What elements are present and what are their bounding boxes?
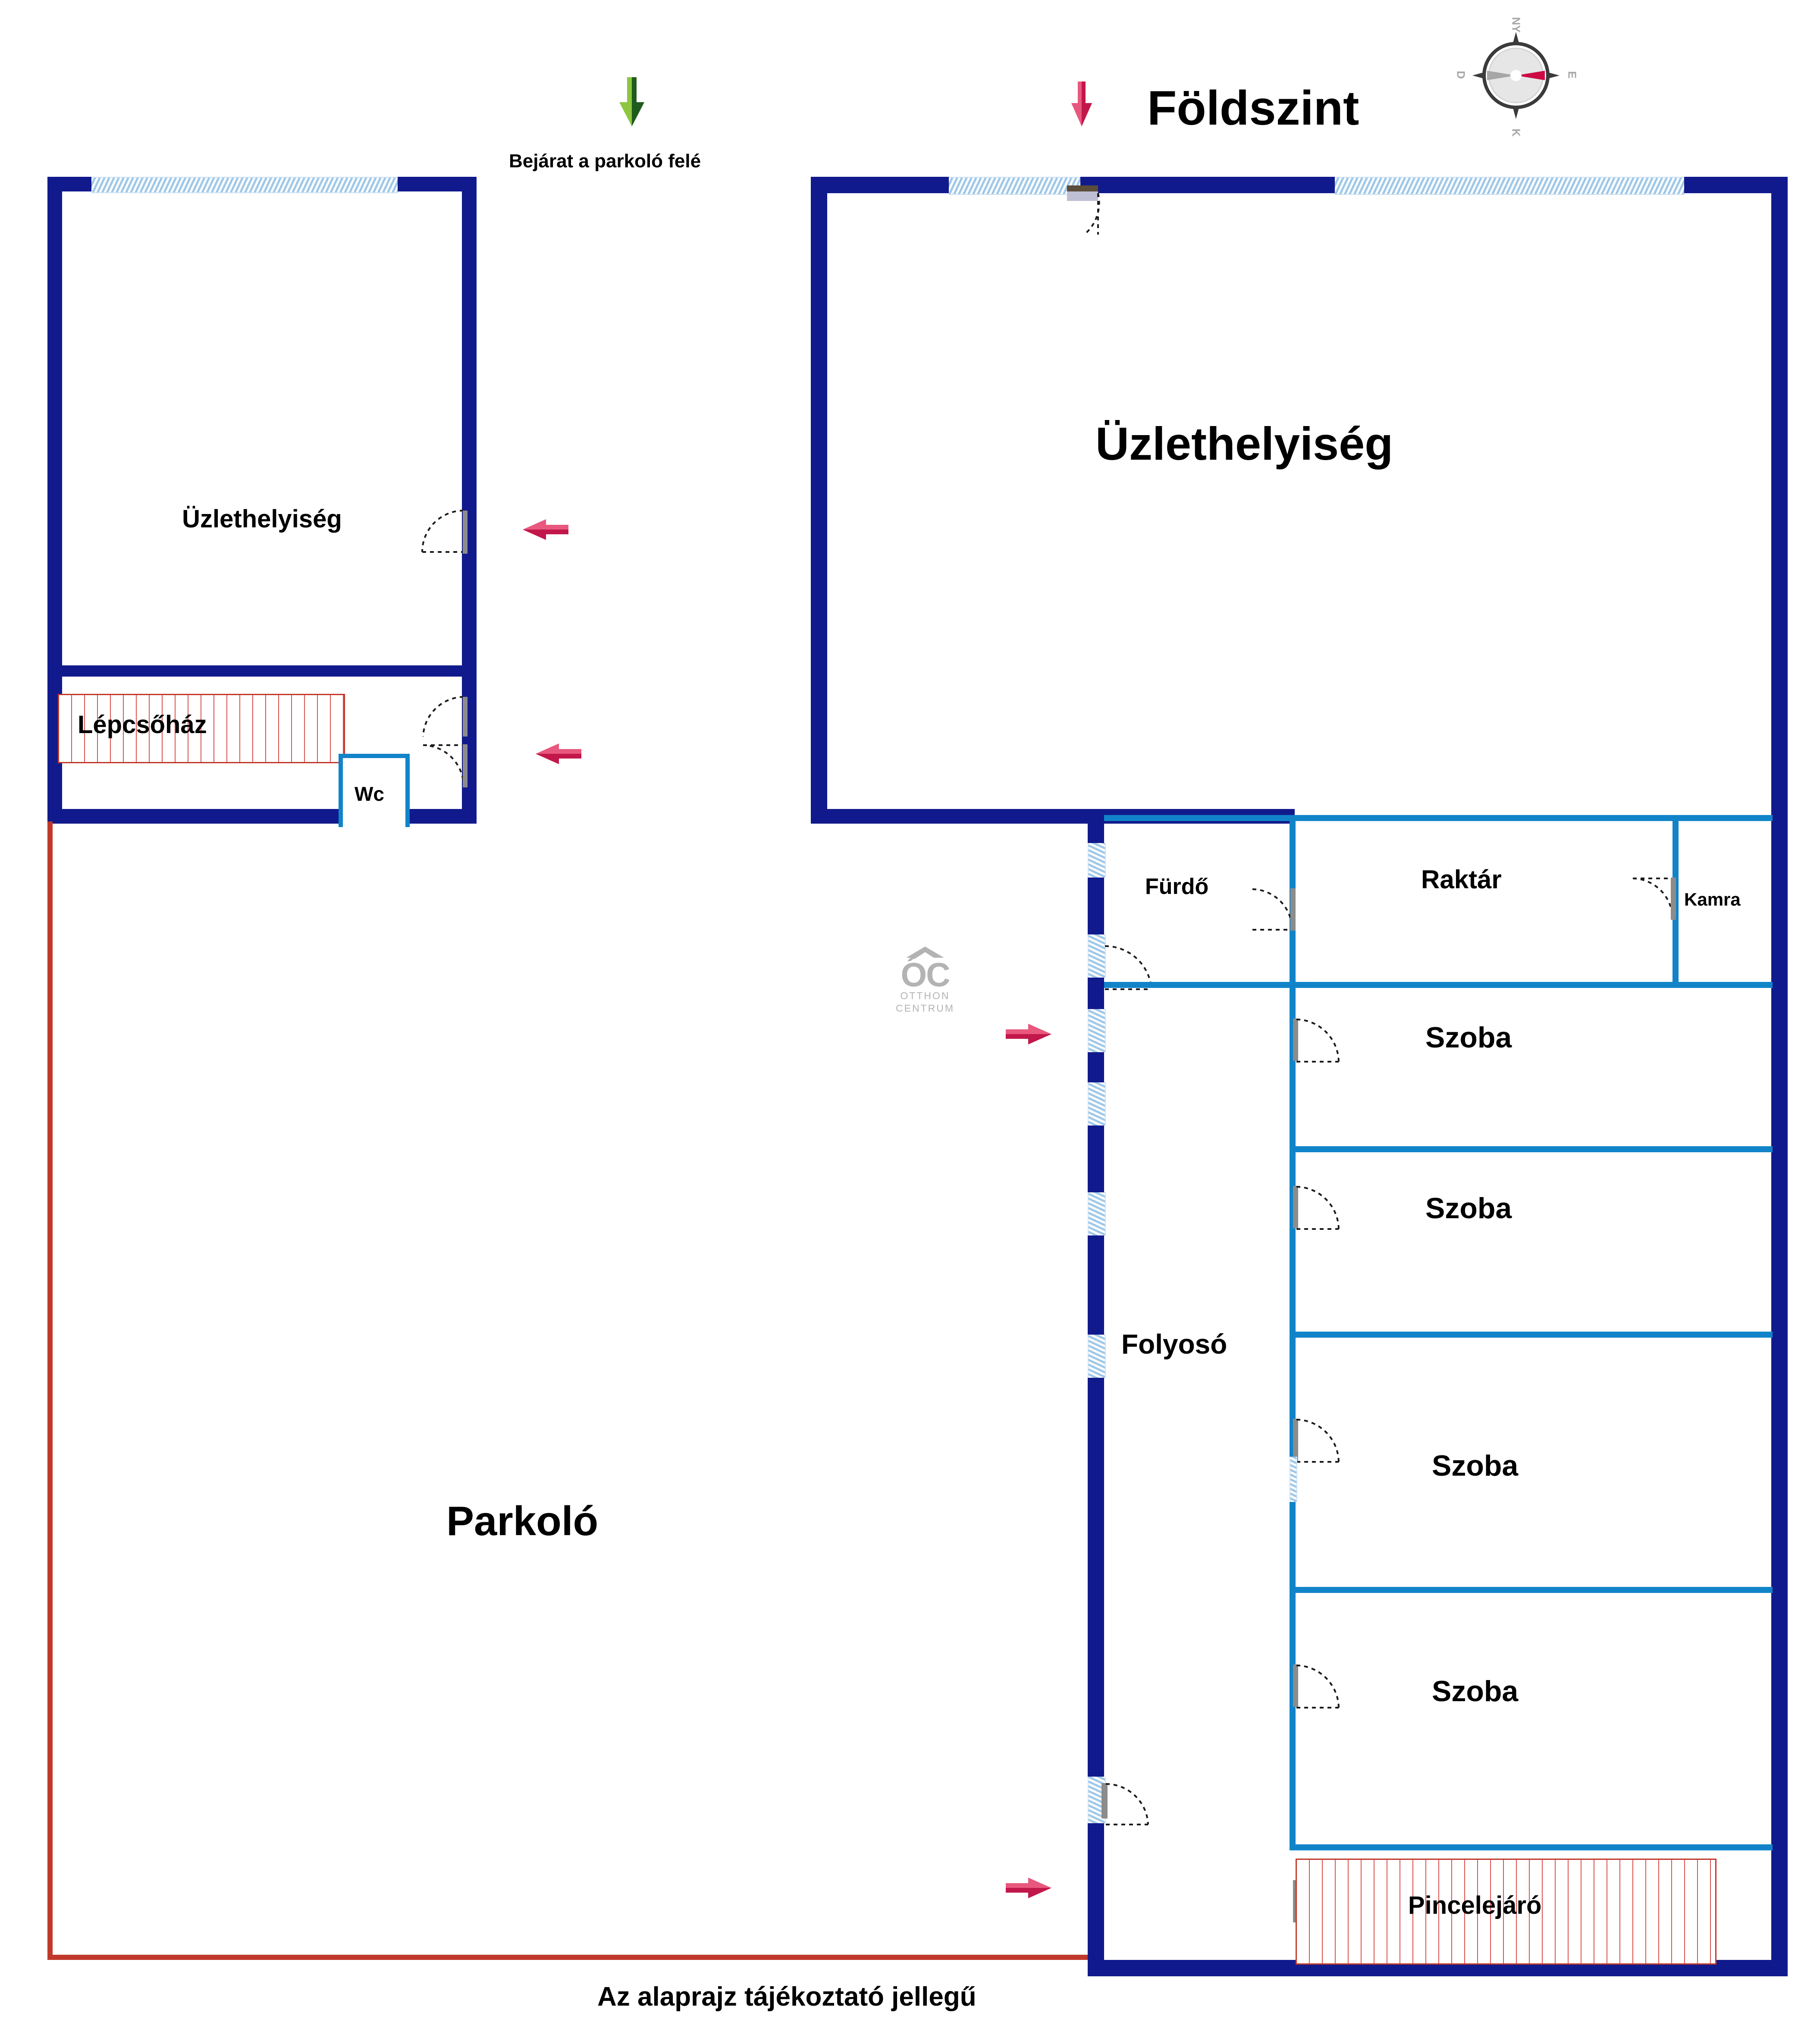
logo-line-1: OTTHON (900, 990, 950, 1002)
door-furdo (1251, 888, 1296, 934)
window-corridor-6 (1088, 1335, 1106, 1378)
wall-left-shop-divider (47, 665, 477, 677)
wall-partition-szoba1-szoba2 (1290, 1146, 1773, 1152)
compass-label-bottom: K (1509, 129, 1523, 137)
wall-left-building-bottom (47, 809, 477, 824)
door-szoba-1 (1293, 1019, 1343, 1066)
room-wc (339, 754, 410, 827)
compass-label-top: NY (1509, 17, 1523, 33)
room-label-pincelejaro: Pincelejáró (1408, 1891, 1542, 1919)
arrow-down-red-icon (1070, 80, 1094, 127)
door-left-stairwell-upper (420, 695, 468, 738)
stairs-pincelejaro (1296, 1859, 1716, 1965)
door-main-entrance (1065, 185, 1104, 237)
room-label-lepcsohaz: Lépcsőház (78, 711, 207, 739)
room-label-uzlethelyiseg-left: Üzlethelyiség (182, 505, 342, 533)
room-label-furdo: Fürdő (1145, 874, 1209, 899)
window-main-top-1 (949, 177, 1080, 195)
wall-partition-corridor-rooms (1290, 982, 1296, 1844)
room-label-szoba-3: Szoba (1432, 1449, 1519, 1482)
window-corridor-1 (1088, 843, 1106, 878)
arrow-left-shop-icon (522, 517, 569, 542)
stairs-lepcsohaz (58, 694, 345, 763)
wall-main-shop-left (811, 177, 827, 824)
window-szoba3-partition (1290, 1457, 1297, 1502)
compass-rose-icon: NY D E K (1455, 17, 1579, 136)
door-left-shop (420, 509, 468, 556)
door-corridor-cellar (1101, 1783, 1151, 1828)
room-label-folyoso: Folyosó (1121, 1329, 1227, 1360)
door-szoba-3 (1293, 1419, 1343, 1466)
room-label-szoba-1: Szoba (1425, 1021, 1512, 1054)
footer-disclaimer: Az alaprajz tájékoztató jellegű (597, 1982, 976, 2012)
wall-main-right (1771, 177, 1788, 1976)
window-corridor-2 (1088, 934, 1106, 978)
room-label-szoba-4: Szoba (1432, 1675, 1519, 1708)
window-corridor-3 (1088, 1009, 1106, 1052)
room-label-kamra: Kamra (1684, 889, 1741, 909)
arrow-right-corridor-icon (1005, 1022, 1052, 1046)
room-label-uzlethelyiseg-main: Üzlethelyiség (1095, 417, 1393, 470)
logo-mark: ÔC (901, 956, 951, 994)
door-szoba-4 (1293, 1665, 1343, 1712)
entrance-note: Bejárat a parkoló felé (509, 150, 701, 172)
room-label-parkolo: Parkoló (446, 1498, 599, 1544)
room-label-wc: Wc (355, 783, 384, 805)
door-kamra (1631, 878, 1676, 923)
wall-partition-row1-bottom (1104, 982, 1773, 988)
wall-partition-top-row (1104, 815, 1773, 821)
wall-partition-szoba4-pince (1290, 1844, 1773, 1850)
parkolo-boundary-left (47, 821, 53, 1960)
arrow-right-cellar-icon (1005, 1876, 1052, 1900)
logo-line-2: CENTRUM (896, 1002, 954, 1014)
window-corridor-4 (1088, 1082, 1106, 1125)
room-label-szoba-2: Szoba (1425, 1192, 1512, 1225)
page-title: Földszint (1147, 81, 1359, 135)
otthon-centrum-logo-icon: ÔC OTTHON CENTRUM (871, 947, 979, 1015)
arrow-left-stairwell-icon (535, 742, 582, 766)
compass-label-right: E (1566, 71, 1579, 79)
compass-label-left: D (1454, 71, 1468, 79)
wall-corridor-left (1088, 815, 1104, 1960)
door-corridor-upper (1103, 944, 1155, 992)
door-left-stairwell-lower (420, 742, 468, 789)
room-label-raktar: Raktár (1421, 865, 1502, 894)
window-left-shop-top (91, 177, 398, 193)
wall-partition-szoba3-szoba4 (1290, 1587, 1773, 1593)
parkolo-boundary-bottom (47, 1955, 1104, 1960)
room-uzlethelyiseg-left: Üzlethelyiség (62, 191, 462, 665)
window-main-top-2 (1335, 177, 1684, 195)
door-szoba-2 (1293, 1186, 1343, 1233)
arrow-down-green-icon (617, 75, 647, 127)
window-corridor-5 (1088, 1192, 1106, 1235)
wall-partition-szoba2-szoba3 (1290, 1332, 1773, 1338)
